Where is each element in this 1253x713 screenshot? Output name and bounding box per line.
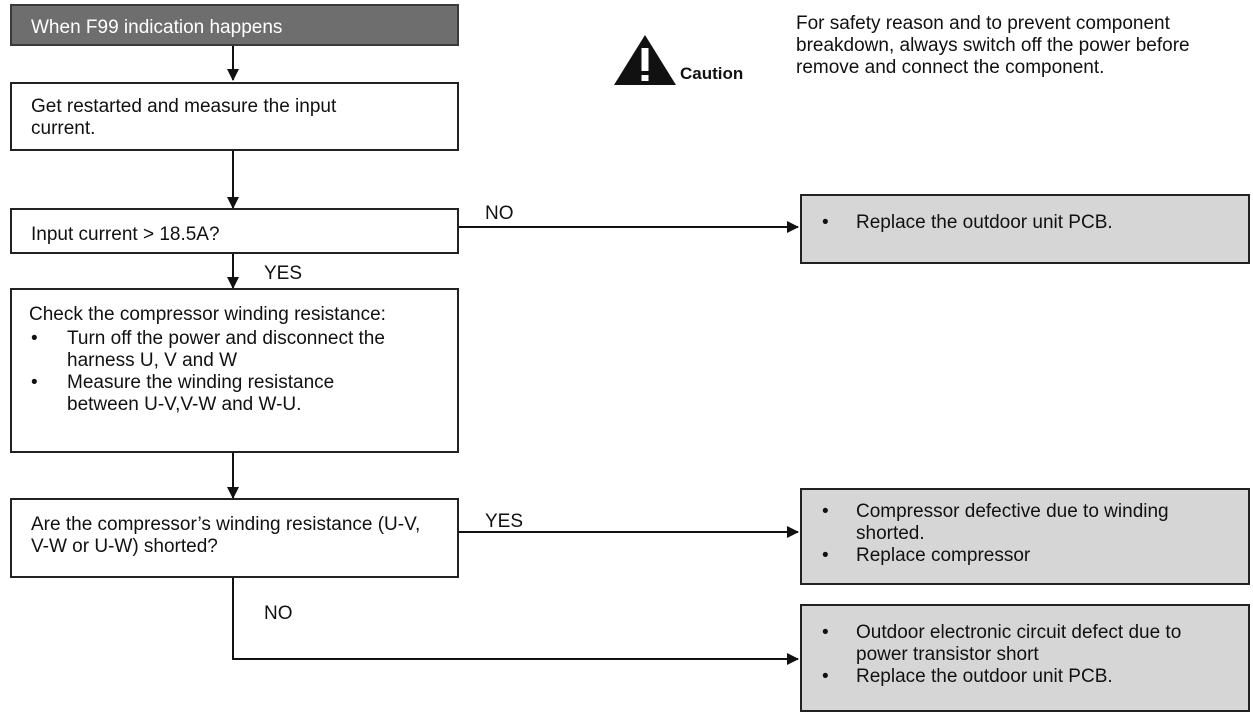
result-replace-pcb-1: • Replace the outdoor unit PCB. xyxy=(800,194,1250,264)
bullet-dot: • xyxy=(822,666,829,687)
step-check-winding: Check the compressor winding resistance:… xyxy=(10,288,459,453)
decision-input-current-text: Input current > 18.5A? xyxy=(31,224,220,245)
decision-winding-shorted: Are the compressor’s winding resistance … xyxy=(10,498,459,578)
decision-winding-shorted-text: Are the compressor’s winding resistance … xyxy=(31,514,421,557)
decision-input-current: Input current > 18.5A? xyxy=(10,208,459,254)
bullet-dot: • xyxy=(822,501,829,522)
caution-icon xyxy=(614,35,676,85)
step-measure-current-text: Get restarted and measure the input curr… xyxy=(31,96,337,139)
result-circuit-defect-item-1: • Outdoor electronic circuit defect due … xyxy=(822,622,1182,665)
step-check-winding-bullet-2: • Measure the winding resistance between… xyxy=(31,372,335,415)
step-measure-current: Get restarted and measure the input curr… xyxy=(10,82,459,151)
label-no-2: NO xyxy=(264,603,293,624)
bullet-dot: • xyxy=(822,212,829,233)
step-check-winding-title: Check the compressor winding resistance: xyxy=(29,304,386,325)
result-replace-pcb-1-item: • Replace the outdoor unit PCB. xyxy=(822,212,1113,233)
bullet-dot: • xyxy=(31,328,38,349)
caution-text: For safety reason and to prevent compone… xyxy=(796,13,1190,78)
bullet-dot: • xyxy=(822,545,829,566)
caution-label: Caution xyxy=(680,64,744,83)
result-compressor-defective-item-1: • Compressor defective due to winding sh… xyxy=(822,501,1169,544)
arrow-decision2-no xyxy=(232,577,799,665)
result-circuit-defect-item-2: • Replace the outdoor unit PCB. xyxy=(822,666,1113,687)
start-box: When F99 indication happens xyxy=(10,4,459,46)
bullet-dot: • xyxy=(822,622,829,643)
label-no-1: NO xyxy=(485,203,514,224)
label-yes-2: YES xyxy=(485,511,524,532)
step-check-winding-bullet-1: • Turn off the power and disconnect the … xyxy=(31,328,385,371)
label-yes-1: YES xyxy=(264,263,303,284)
result-compressor-defective: • Compressor defective due to winding sh… xyxy=(800,488,1250,585)
result-circuit-defect: • Outdoor electronic circuit defect due … xyxy=(800,604,1250,712)
result-compressor-defective-item-2: • Replace compressor xyxy=(822,545,1031,566)
bullet-dot: • xyxy=(31,372,38,393)
start-label: When F99 indication happens xyxy=(31,17,283,38)
